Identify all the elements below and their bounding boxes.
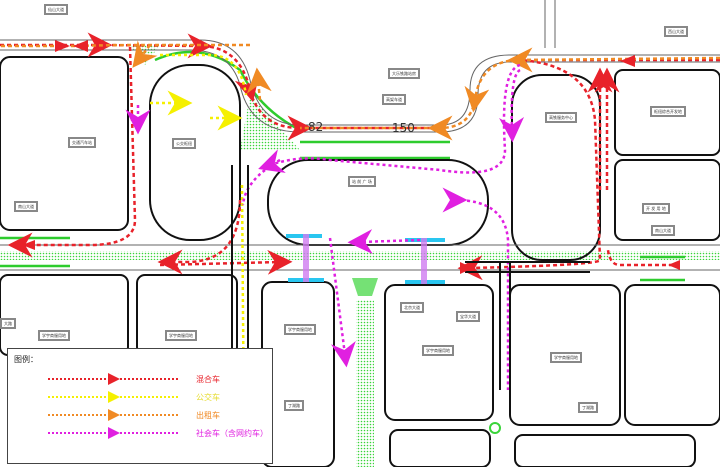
elevation-left: 82 <box>308 120 324 134</box>
arrow-icon <box>108 373 120 385</box>
label-block-b: 学宇商服用地 <box>165 330 197 341</box>
label-right-road2: 宝华大道 <box>456 311 480 322</box>
label-right-mid-block: 开 发 用 地 <box>642 203 670 214</box>
label-station-building: 大乐铁路站房 <box>388 68 420 79</box>
label-block-c: 学宇商服用地 <box>284 324 316 335</box>
label-bus-terminal: 公交枢纽 <box>172 138 196 149</box>
green-boulevard <box>356 300 374 467</box>
arrow-icon <box>108 409 120 421</box>
label-station-plaza: 站 前 广 场 <box>348 176 376 187</box>
label-top-right-road: 西山大道 <box>664 26 688 37</box>
arrow-icon <box>108 427 120 439</box>
label-center-road: 北京大道 <box>400 302 424 313</box>
label-west-road: 大路 <box>0 318 16 329</box>
legend-item-bus: 公交车 <box>48 391 268 403</box>
legend-item-taxi: 出租车 <box>48 409 268 421</box>
legend-item-mixed: 混合车 <box>48 373 268 385</box>
arrow-icon <box>108 391 120 403</box>
label-right-top-block: 枢纽综合开发地 <box>650 106 686 117</box>
label-right-road: 南山大道 <box>651 225 675 236</box>
label-tiny-b: 丁湖路 <box>578 402 598 413</box>
legend-title: 图例： <box>14 355 38 364</box>
label-left-road: 南山大道 <box>14 201 38 212</box>
label-block-e: 学宇商服用地 <box>550 352 582 363</box>
label-top-left-road: 仙山大道 <box>44 4 68 15</box>
legend: 图例： 混合车 公交车 出租车 社会车（含网约车） <box>7 348 273 464</box>
label-block-d: 学宇商服用地 <box>422 345 454 356</box>
label-block-a: 学宇商服用地 <box>38 330 70 341</box>
label-elevated-lane: 高架车道 <box>382 94 406 105</box>
label-bus-station: 交通汽车站 <box>68 137 96 148</box>
block-bus-station <box>0 56 129 231</box>
label-service-center: 高铁服务中心 <box>545 112 577 123</box>
label-tiny-a: 丁湖路 <box>284 400 304 411</box>
elevation-right: 150 <box>392 121 415 135</box>
green-median <box>0 251 720 260</box>
block-service-center <box>511 74 601 261</box>
block-bus-terminal <box>149 64 241 241</box>
legend-item-social: 社会车（含网约车） <box>48 427 268 439</box>
